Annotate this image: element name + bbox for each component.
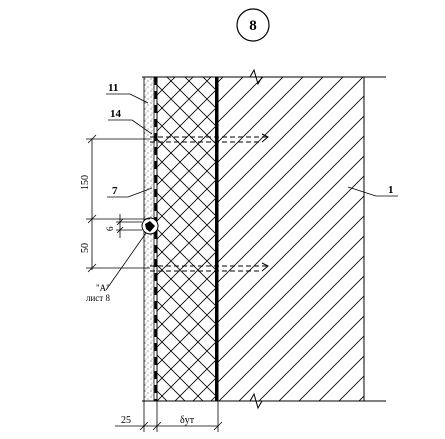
detail-ref-sheet: лист 8: [86, 293, 110, 303]
insulation-layer: [156, 76, 217, 402]
detail-a-marker: [141, 217, 159, 235]
dimension-insulation: δут: [180, 415, 195, 426]
sheet-number-badge: 8: [236, 8, 270, 42]
dimension-6: 6: [105, 226, 115, 231]
callout-14: 14: [110, 108, 122, 120]
vertical-dimension: [86, 134, 150, 273]
masonry-wall: [217, 76, 365, 402]
anchor-lower: [150, 262, 269, 272]
detail-ref-label: "A": [96, 283, 110, 293]
callout-1: 1: [388, 184, 394, 196]
dimension-25: 25: [121, 415, 131, 426]
callout-7: 7: [112, 185, 118, 197]
bottom-dimension: [115, 401, 223, 432]
dimension-50: 50: [80, 243, 91, 253]
dimension-150: 150: [80, 175, 91, 190]
plaster-layer: [143, 76, 155, 402]
sheet-number: 8: [249, 18, 257, 34]
anchor-upper: [150, 133, 269, 143]
callout-11: 11: [108, 82, 118, 94]
leader-lines: [105, 93, 398, 291]
